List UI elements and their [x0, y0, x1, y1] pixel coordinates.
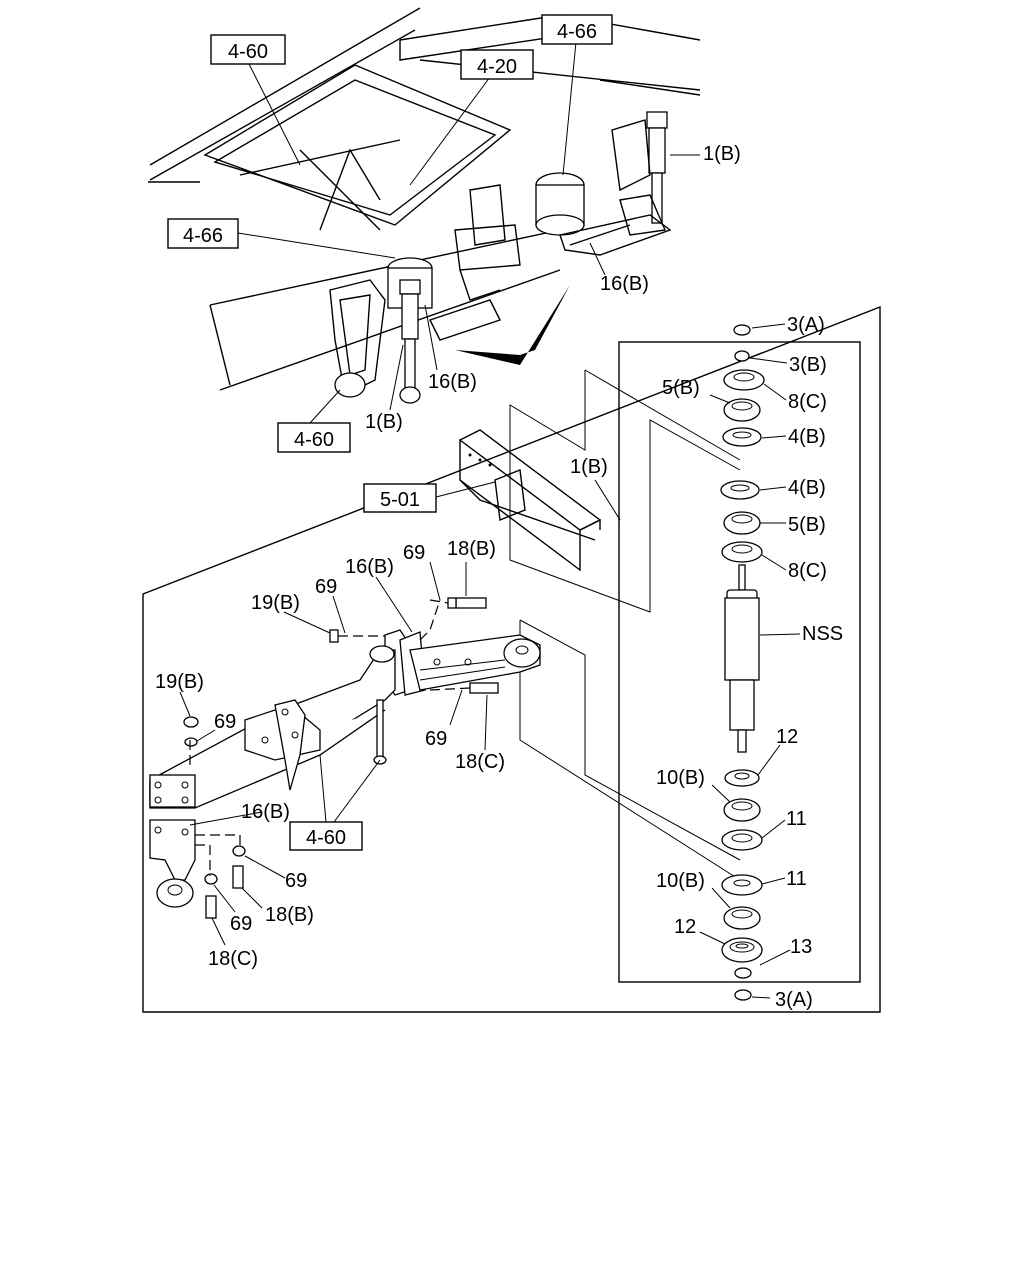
washer-11-lower: [721, 874, 763, 896]
label-19b-top: 19(B): [251, 592, 300, 614]
label-nss: NSS: [802, 623, 843, 645]
ref-label-5-01: 5-01: [380, 489, 420, 511]
label-11-upper: 11: [786, 808, 807, 830]
label-12-upper: 12: [776, 726, 798, 748]
nut-19b-top: [329, 629, 339, 643]
washer-12-upper: [724, 769, 760, 787]
label-16b-top: 16(B): [600, 273, 649, 295]
washer-4b-lower: [720, 480, 760, 500]
label-69-c: 69: [214, 711, 236, 733]
label-12-lower: 12: [674, 916, 696, 938]
label-69-d: 69: [425, 728, 447, 750]
ref-box-5-01: [363, 483, 437, 513]
ref-label-4-60-low: 4-60: [306, 827, 346, 849]
shackle-eye: [156, 878, 194, 908]
shock-absorber-left-cap: [399, 279, 421, 295]
label-16b-low: 16(B): [241, 801, 290, 823]
shock-absorber-left-body: [401, 293, 419, 340]
label-11-lower: 11: [786, 868, 807, 890]
shock-absorber-body: [724, 597, 760, 681]
exploded-view-frame: [142, 305, 881, 1013]
washer-11-upper: [721, 829, 763, 851]
label-3a-bottom: 3(A): [775, 989, 813, 1011]
label-8c-lower: 8(C): [788, 560, 827, 582]
shock-absorber-stack: [720, 324, 765, 1001]
label-69-f: 69: [230, 913, 252, 935]
washer-69-c: [184, 737, 198, 747]
label-4b-upper: 4(B): [788, 426, 826, 448]
nut-3a-top: [733, 324, 751, 336]
ref-label-4-60-top: 4-60: [228, 41, 268, 63]
washer-69-e: [232, 845, 246, 857]
bolt-18c-mid: [469, 682, 499, 694]
nut-3b: [734, 350, 750, 362]
label-69-b: 69: [315, 576, 337, 598]
label-16b-mid: 16(B): [428, 371, 477, 393]
nut-19b-left: [183, 716, 199, 728]
ref-label-4-20: 4-20: [477, 56, 517, 78]
label-8c-top: 8(C): [788, 391, 827, 413]
shock-absorber-right-cap: [646, 111, 668, 129]
label-3b: 3(B): [789, 354, 827, 376]
washer-4b-upper: [722, 427, 762, 447]
ref-box-4-66-top: [541, 14, 613, 45]
label-16b-bracket: 16(B): [345, 556, 394, 578]
label-3a-top: 3(A): [787, 314, 825, 336]
ref-box-4-66-left: [167, 218, 239, 249]
label-19b-left: 19(B): [155, 671, 204, 693]
direction-arrow: [455, 285, 570, 365]
leaf-spring-assembly: [149, 597, 541, 919]
label-1b-mid: 1(B): [365, 411, 403, 433]
label-18b-low: 18(B): [265, 904, 314, 926]
label-5b-top: 5(B): [662, 377, 700, 399]
label-18b-top: 18(B): [447, 538, 496, 560]
washer-69-f: [204, 873, 218, 885]
ref-box-4-20: [460, 49, 534, 80]
nut-3a-bottom: [734, 989, 752, 1001]
washer-8c-lower: [721, 541, 763, 563]
label-69-a: 69: [403, 542, 425, 564]
ref-label-4-66-top: 4-66: [557, 21, 597, 43]
ref-label-4-60-mid: 4-60: [294, 429, 334, 451]
chassis-assembly-view: [148, 7, 701, 404]
label-1b-top: 1(B): [703, 143, 741, 165]
bolt-18b-low: [232, 865, 244, 889]
label-10b-lower: 10(B): [656, 870, 705, 892]
ref-box-4-60-mid: [277, 422, 351, 453]
label-18c-low: 18(C): [208, 948, 258, 970]
shock-parts-frame: [618, 341, 861, 983]
label-1b-exploded: 1(B): [570, 456, 608, 478]
shock-absorber-right-body: [648, 127, 666, 174]
ref-box-4-60-top: [210, 34, 286, 65]
nut-13: [734, 967, 752, 979]
label-18c-mid: 18(C): [455, 751, 505, 773]
label-13: 13: [790, 936, 812, 958]
label-5b-lower: 5(B): [788, 514, 826, 536]
frame-rail: [458, 429, 602, 572]
bolt-18b-top: [455, 597, 487, 609]
bolt-18c-low: [205, 895, 217, 919]
label-4b-lower: 4(B): [788, 477, 826, 499]
label-10b-upper: 10(B): [656, 767, 705, 789]
ref-label-4-66-left: 4-66: [183, 225, 223, 247]
label-69-e: 69: [285, 870, 307, 892]
ref-box-4-60-low: [289, 821, 363, 851]
washer-8c-upper: [723, 369, 765, 391]
